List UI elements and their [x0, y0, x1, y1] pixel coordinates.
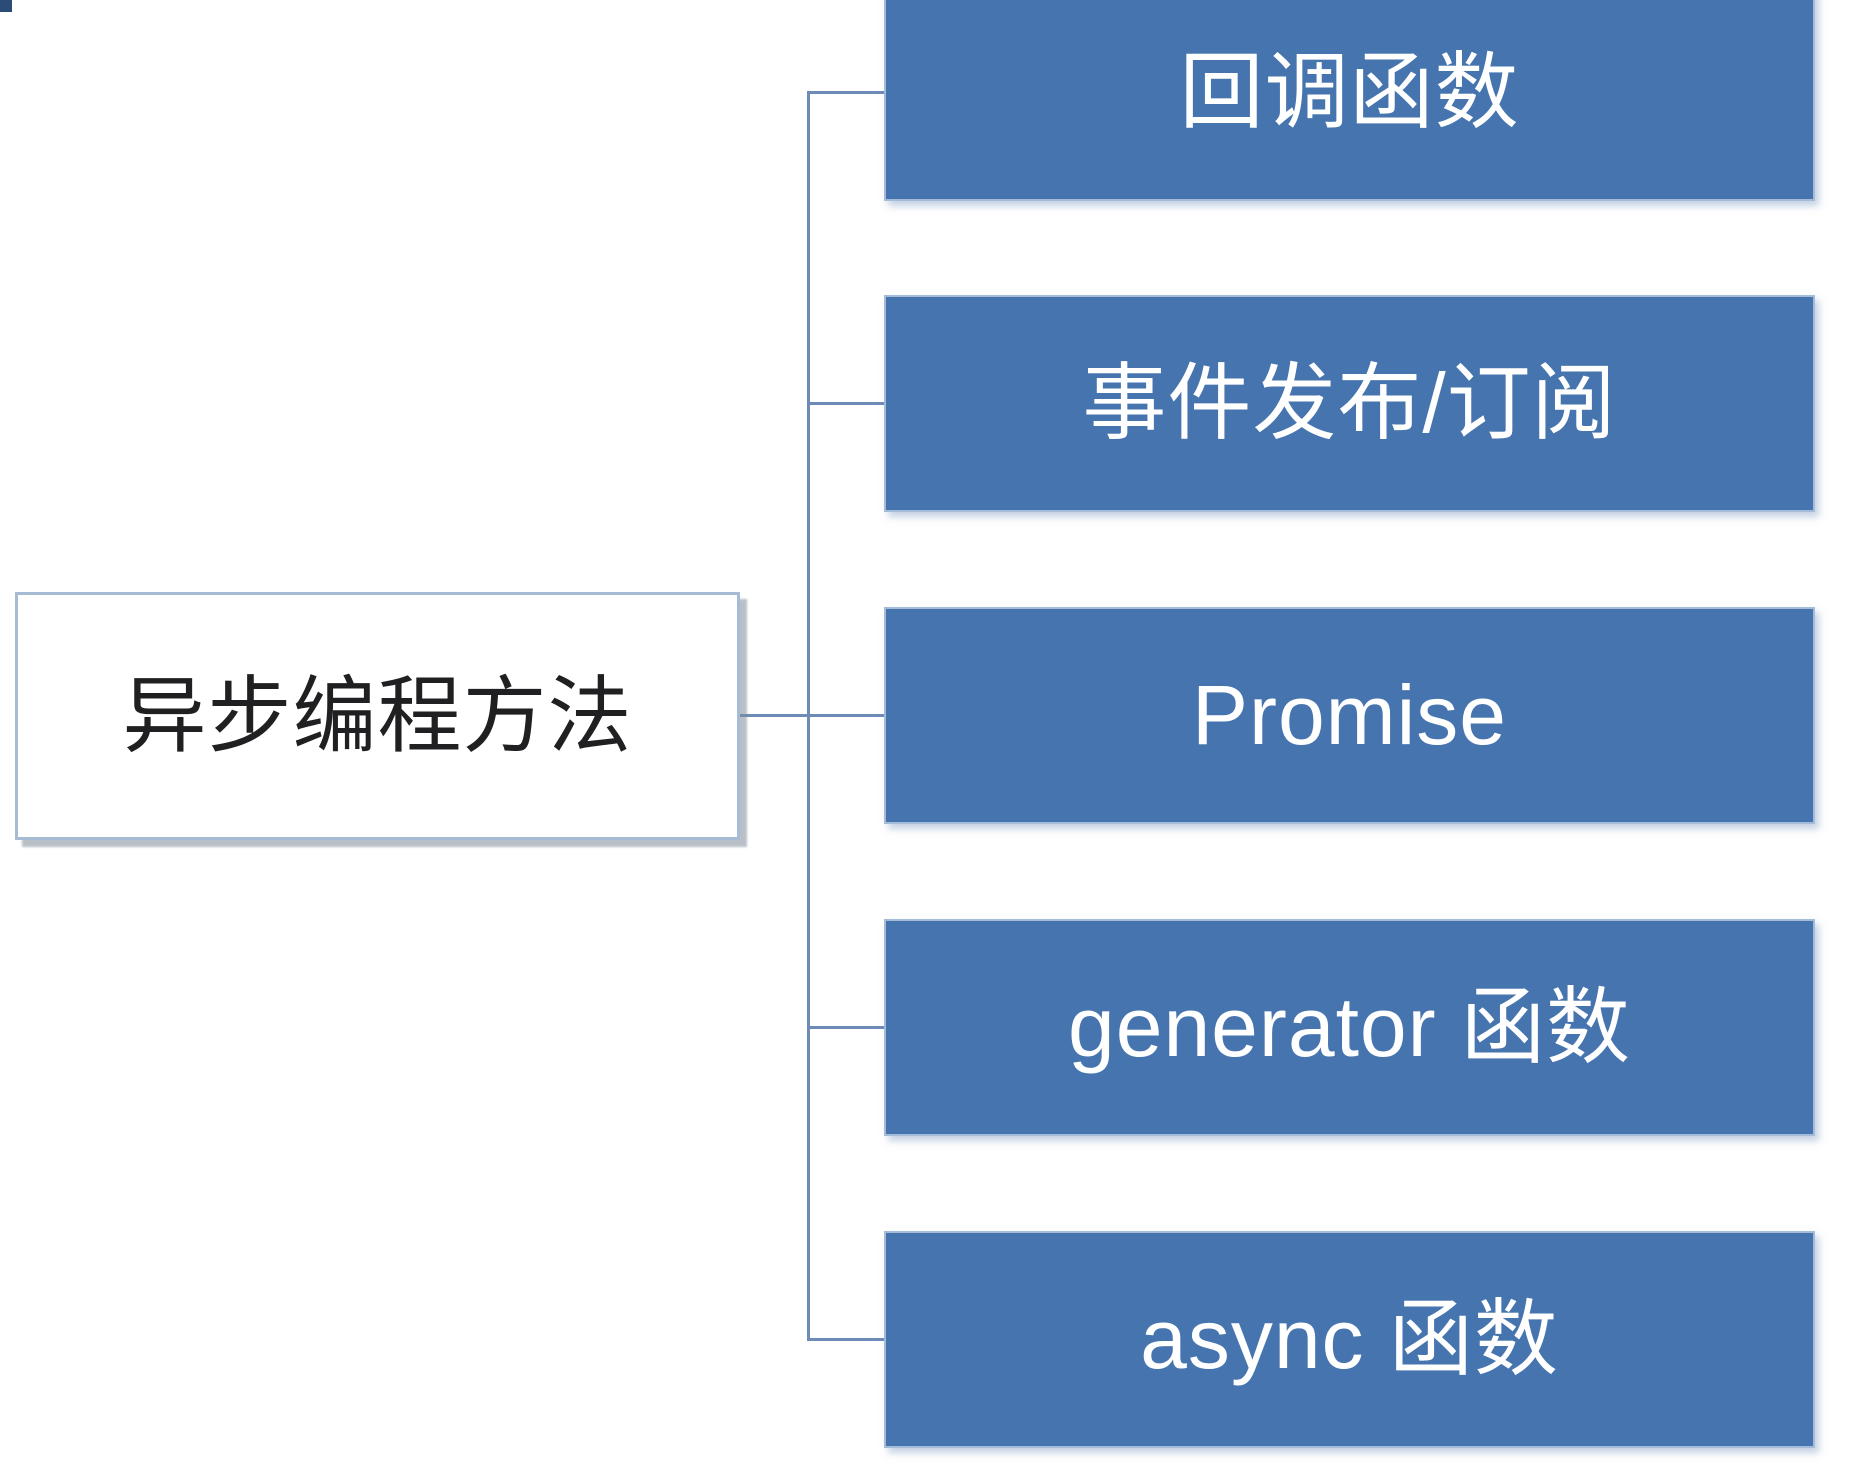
connector-branch-1: [807, 91, 884, 94]
branch-node-label: async 函数: [1140, 1292, 1559, 1387]
corner-mark: [0, 0, 12, 12]
connector-branch-5: [807, 1338, 884, 1341]
connector-trunk: [807, 91, 810, 1341]
branch-node-generator-function: generator 函数: [884, 919, 1815, 1136]
branch-node-label: Promise: [1191, 668, 1508, 763]
connector-root-to-trunk: [740, 714, 884, 717]
branch-node-label: generator 函数: [1068, 980, 1631, 1075]
root-node-async-programming-methods: 异步编程方法: [15, 592, 740, 840]
connector-branch-4: [807, 1026, 884, 1029]
branch-node-callback-function: 回调函数: [884, 0, 1815, 201]
connector-branch-2: [807, 402, 884, 405]
branch-node-event-publish-subscribe: 事件发布/订阅: [884, 295, 1815, 512]
branch-node-label: 事件发布/订阅: [1082, 356, 1617, 451]
branch-node-async-function: async 函数: [884, 1231, 1815, 1448]
branch-node-label: 回调函数: [1179, 45, 1520, 140]
branch-node-promise: Promise: [884, 607, 1815, 824]
root-node-label: 异步编程方法: [122, 668, 633, 763]
